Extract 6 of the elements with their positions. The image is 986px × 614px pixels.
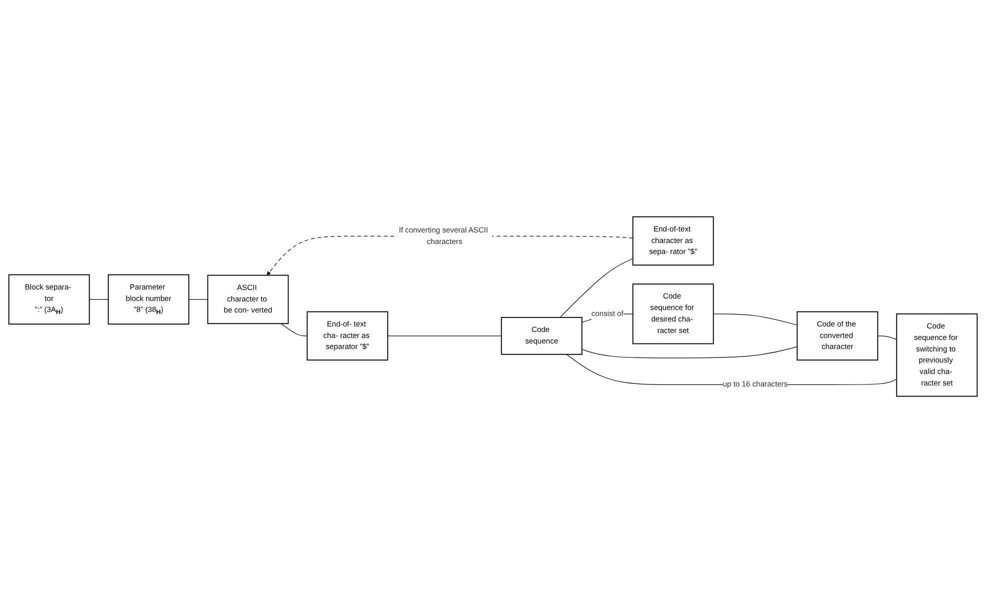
connector — [713, 314, 798, 326]
connector — [582, 346, 798, 359]
connector — [387, 336, 502, 337]
connector — [280, 324, 308, 337]
connector — [560, 258, 634, 318]
connector — [877, 336, 897, 340]
